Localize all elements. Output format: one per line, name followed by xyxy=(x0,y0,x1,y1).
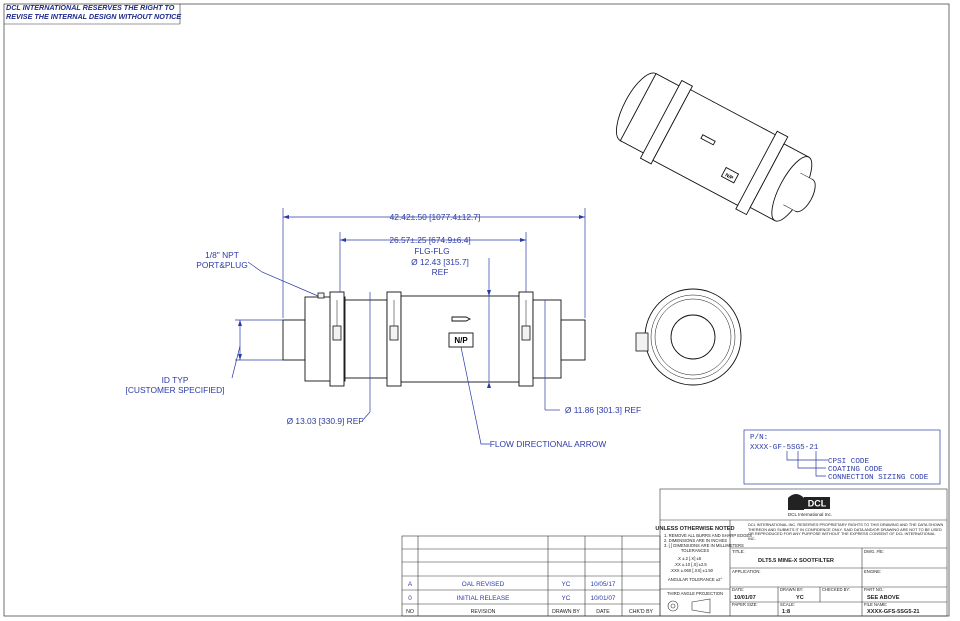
clamp-latch-1 xyxy=(332,325,342,341)
rev-row-2-drawn: YC xyxy=(562,595,571,602)
npt-label-1: 1/8" NPT xyxy=(205,250,239,260)
pn-code-connection: CONNECTION SIZING CODE xyxy=(828,474,929,482)
drawing-title: DLT5.5 MINE-X SOOTFILTER xyxy=(758,558,834,564)
rev-header-no: NO xyxy=(406,609,414,615)
dimensions: 42.42±.50 [1077.4±12.7] 26.57±.25 [674.9… xyxy=(126,208,641,449)
npt-port xyxy=(317,292,325,299)
partno-value: SEE ABOVE xyxy=(867,595,900,601)
clamp-latch-2 xyxy=(389,325,399,341)
filename-value: XXXX-GFS-5SG5-21 xyxy=(867,609,920,615)
rev-header-chk: CHK'D BY xyxy=(629,609,654,615)
outlet-pipe xyxy=(560,319,586,361)
npt-label-2: PORT&PLUG xyxy=(196,260,248,270)
scale-label: SCALE: xyxy=(780,602,795,607)
id-label-2: [CUSTOMER SPECIFIED] xyxy=(126,385,225,395)
note-8: ANGULAR TOLERANCE ±2° xyxy=(668,577,723,582)
date-label: DATE: xyxy=(732,587,744,592)
drawn-value: YC xyxy=(796,595,804,601)
id-label-1: ID TYP xyxy=(162,375,189,385)
rev-header-revision: REVISION xyxy=(471,609,496,615)
scale-value: 1:8 xyxy=(782,609,790,615)
note-2: 2. DIMENSIONS ARE IN INCHES xyxy=(664,538,727,543)
clamp-diameter: Ø 13.03 [330.9] REF xyxy=(287,416,364,426)
end-view xyxy=(635,288,742,386)
title-block: DCL DCL International Inc. DCL INTERNATI… xyxy=(655,488,948,617)
application-label: APPLICATION: xyxy=(732,569,761,574)
date-value: 10/01/07 xyxy=(734,595,756,601)
rev-row-2-revision: INITIAL RELEASE xyxy=(457,595,510,602)
np-tag-label: N/P xyxy=(454,336,468,345)
note-7: .XXX ±.060 [.XX] ±1.50 xyxy=(670,568,714,573)
note-5: .X ±.2 [.X] ±5 xyxy=(677,556,702,561)
revision-table: A OAL REVISED YC 10/05/17 0 INITIAL RELE… xyxy=(401,535,661,617)
iso-np-label: N/P xyxy=(724,172,735,182)
company-name: DCL International Inc. xyxy=(788,512,832,517)
rev-header-drawn: DRAWN BY xyxy=(552,609,580,615)
pn-value: XXXX-GF-5SG5-21 xyxy=(750,444,819,452)
rev-row-2-date: 10/01/07 xyxy=(591,595,616,602)
note-1: 1. REMOVE ALL BURRS AND SHARP EDGES xyxy=(664,533,752,538)
proprietary-notice: DCL INTERNATIONAL INC. RESERVES PROPRIET… xyxy=(748,523,944,541)
pn-code-cpsi: CPSI CODE xyxy=(828,458,869,466)
body-diameter: Ø 12.43 [315.7] xyxy=(411,257,469,267)
outlet-section xyxy=(532,299,562,379)
end-view-outlet xyxy=(670,314,716,360)
note-3: 3. [ ] DIMENSIONS ARE IN MILLIMETERS xyxy=(664,543,744,548)
outlet-diameter: Ø 11.86 [301.3] REF xyxy=(565,405,641,415)
rev-row-1-drawn: YC xyxy=(562,581,571,588)
notice-line-2: REVISE THE INTERNAL DESIGN WITHOUT NOTIC… xyxy=(6,11,182,21)
part-number-box: P/N: XXXX-GF-5SG5-21 CPSI CODE COATING C… xyxy=(743,429,941,485)
flow-arrow-label: FLOW DIRECTIONAL ARROW xyxy=(490,439,607,449)
unless-noted: UNLESS OTHERWISE NOTED xyxy=(655,526,734,532)
flow-arrow-mark xyxy=(451,316,472,322)
inlet-pipe xyxy=(282,319,306,361)
revision-notice: DCL INTERNATIONAL RESERVES THE RIGHT TO … xyxy=(6,3,182,21)
pn-code-coating: COATING CODE xyxy=(828,466,883,474)
paper-label: PAPER SIZE: xyxy=(732,602,758,607)
title-label: TITLE: xyxy=(732,549,745,554)
filename-label: FILE NAME: xyxy=(864,602,887,607)
rev-row-2-no: 0 xyxy=(408,595,412,602)
flange-label: FLG-FLG xyxy=(414,246,449,256)
notice-line-1: DCL INTERNATIONAL RESERVES THE RIGHT TO xyxy=(6,3,175,12)
flange-length: 26.57±.25 [674.9±6.4] xyxy=(389,235,470,245)
checked-label: CHECKED BY: xyxy=(822,587,850,592)
rev-row-1-no: A xyxy=(408,581,413,588)
isometric-view: N/P xyxy=(616,72,816,222)
body-diameter-ref: REF xyxy=(432,267,449,277)
inlet-housing xyxy=(344,299,388,379)
projection-symbol-circle xyxy=(667,600,679,612)
note-4: TOLERANCES xyxy=(681,548,710,553)
partno-label: PART NO.: xyxy=(864,587,884,592)
clamp-latch-3 xyxy=(521,325,531,341)
pn-label: P/N: xyxy=(750,434,768,442)
rev-header-date: DATE xyxy=(596,609,610,615)
logo-text: DCL xyxy=(808,499,827,509)
engine-label: ENGINE: xyxy=(864,569,881,574)
overall-length: 42.42±.50 [1077.4±12.7] xyxy=(390,212,481,222)
dwg-label: DWG. #/E: xyxy=(864,549,884,554)
dcl-logo-icon xyxy=(788,494,804,510)
drawn-label: DRAWN BY: xyxy=(780,587,803,592)
rev-row-1-revision: OAL REVISED xyxy=(462,581,505,588)
note-6: .XX ±.10 [.X] ±2.5 xyxy=(674,562,707,567)
rev-row-1-date: 10/05/17 xyxy=(591,581,616,588)
projection-label: THIRD ANGLE PROJECTION xyxy=(667,591,723,596)
projection-symbol-cone xyxy=(691,598,711,614)
side-view: N/P xyxy=(282,291,586,387)
end-view-latch xyxy=(635,332,649,352)
